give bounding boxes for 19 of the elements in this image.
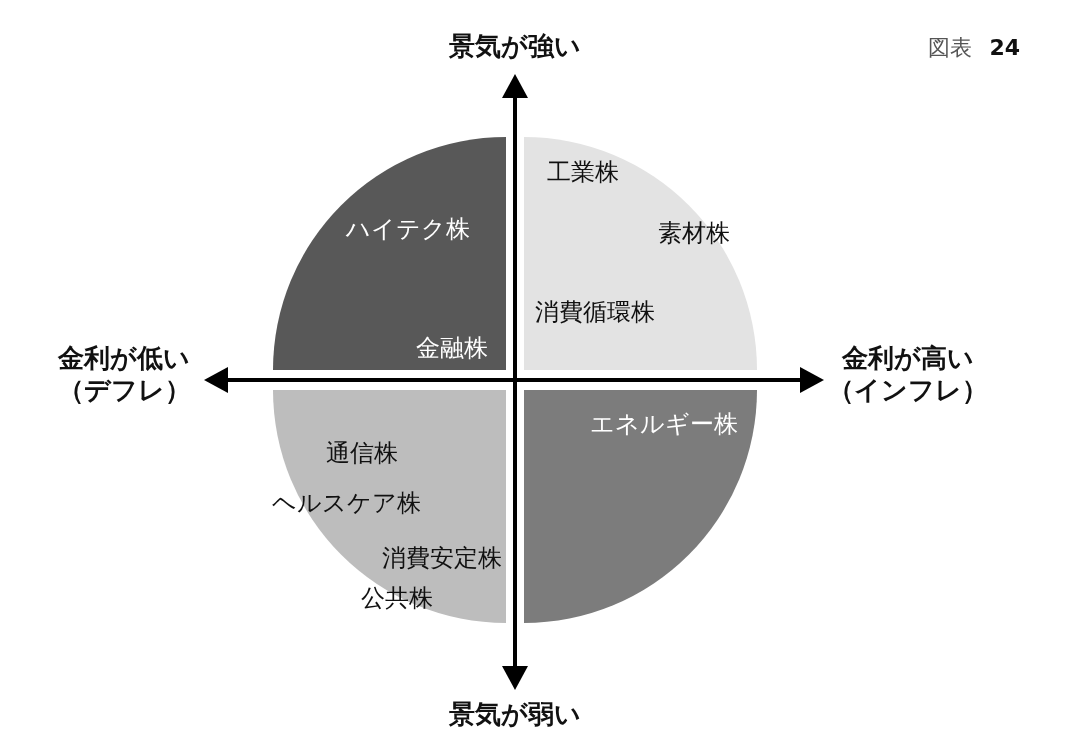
figure-number: 図表 24 [928, 34, 1020, 62]
quadrant-sector [273, 390, 506, 623]
sector-label: 公共株 [361, 584, 433, 612]
sector-label: 通信株 [326, 439, 398, 467]
quadrant-sector [524, 390, 757, 623]
sector-label: ヘルスケア株 [271, 489, 421, 517]
sector-label: 消費安定株 [382, 544, 502, 572]
sector-label: ハイテク株 [346, 215, 470, 243]
sector-label: エネルギー株 [590, 410, 738, 438]
axis-label: 金利が低い（デフレ） [57, 342, 191, 406]
sector-label: 消費循環株 [535, 298, 655, 326]
sector-label: 工業株 [547, 158, 619, 186]
sector-label: 金融株 [416, 334, 488, 362]
axis-label: 金利が高い（インフレ） [828, 342, 988, 406]
axis-label: 景気が強い [449, 30, 581, 62]
quadrant-sector [524, 137, 757, 370]
axis-label: 景気が弱い [449, 698, 581, 730]
quadrant-sector [273, 137, 506, 370]
sector-label: 素材株 [658, 219, 730, 247]
